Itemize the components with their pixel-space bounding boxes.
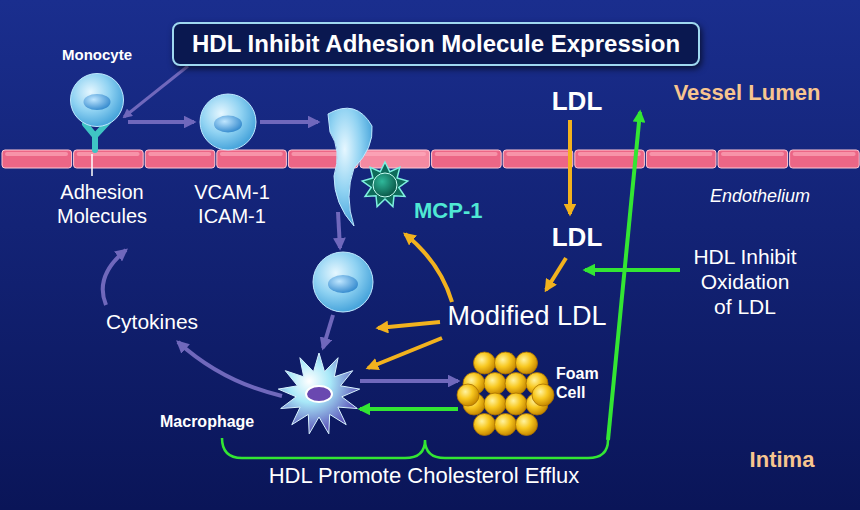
process-arrow (103, 250, 126, 305)
flow-arrow (124, 66, 188, 117)
flow-arrow (360, 407, 458, 411)
layer-label: Endothelium (710, 186, 810, 208)
node-label: Foam Cell (556, 364, 611, 402)
foam-cell: Foam Cell (458, 350, 553, 440)
part-label: Adhesion Molecules (40, 180, 164, 228)
region-label: Intima (750, 447, 815, 473)
leader-line (91, 154, 93, 176)
process-arrow (178, 342, 282, 396)
monocyte-cell-shape (70, 73, 124, 127)
title-box: HDL Inhibit Adhesion Molecule Expression (172, 22, 700, 66)
process-arrow (405, 234, 452, 302)
migrating-monocyte (328, 108, 372, 226)
process-arrow (338, 212, 340, 248)
macrophage-cell-shape (278, 353, 360, 435)
endothelium-band (2, 150, 859, 168)
molecule-label: Modified LDL (447, 300, 606, 332)
process-arrow (568, 120, 572, 214)
process-arrow (546, 258, 566, 290)
efflux-bracket (222, 438, 608, 458)
molecule-label: Cytokines (106, 309, 198, 334)
part-label: VCAM-1 ICAM-1 (189, 180, 275, 228)
process-arrow (260, 120, 318, 124)
flow-arrow (360, 379, 458, 383)
node-label: MCP-1 (414, 198, 482, 224)
intima-monocyte (313, 252, 373, 312)
process-arrow (585, 268, 680, 272)
chemokine-star-shape (362, 162, 408, 208)
monocyte-cell: Monocyte (70, 73, 124, 127)
note-label: HDL Inhibit Oxidation of LDL (690, 244, 800, 320)
note-label: HDL Promote Cholesterol Efflux (269, 463, 580, 489)
molecule-label: LDL (552, 222, 603, 253)
macrophage-cell: Macrophage (278, 353, 360, 435)
process-arrow (368, 338, 442, 368)
process-arrow (608, 112, 640, 440)
node-label: Macrophage (160, 413, 254, 431)
node-label: Monocyte (62, 46, 132, 63)
process-arrow (323, 315, 333, 348)
molecule-label: LDL (552, 86, 603, 117)
chemokine-star: MCP-1 (362, 162, 408, 208)
foam-cell-shape (458, 350, 553, 440)
process-arrow (378, 322, 440, 328)
node-label: HDL Inhibit Adhesion Molecule Expression (192, 30, 680, 57)
region-label: Vessel Lumen (674, 80, 821, 106)
rolling-monocyte (200, 94, 256, 150)
process-arrow (128, 120, 194, 124)
